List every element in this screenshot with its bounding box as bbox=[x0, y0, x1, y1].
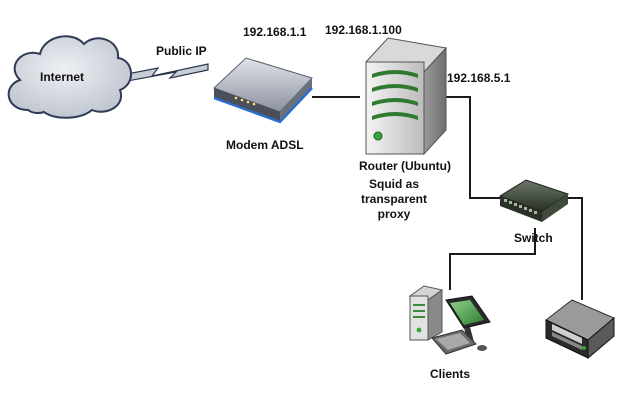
internet-label: Internet bbox=[40, 70, 85, 84]
router-note-line-1: Squid as bbox=[368, 177, 419, 191]
clients-label: Clients bbox=[430, 367, 471, 381]
server-tower-icon bbox=[365, 37, 447, 156]
switch-label: Switch bbox=[514, 231, 553, 245]
router-label: Router (Ubuntu) bbox=[359, 159, 451, 173]
lightning-link-icon bbox=[121, 63, 209, 83]
router-note-line-2: transparent bbox=[360, 192, 428, 206]
link-switch-appliance bbox=[568, 197, 583, 300]
rack-server-icon bbox=[545, 299, 615, 360]
workstation-icon bbox=[408, 285, 491, 355]
network-switch-icon bbox=[498, 179, 570, 222]
link-router-switch bbox=[444, 96, 500, 199]
router-wan-ip-label: 192.168.1.100 bbox=[325, 23, 402, 37]
router-lan-ip-label: 192.168.5.1 bbox=[447, 71, 511, 85]
modem-label: Modem ADSL bbox=[226, 138, 304, 152]
public-ip-label: Public IP bbox=[156, 44, 207, 58]
router-note-line-3: proxy bbox=[377, 207, 411, 221]
modem-icon bbox=[213, 57, 313, 124]
link-switch-clients bbox=[449, 228, 536, 290]
modem-ip-label: 192.168.1.1 bbox=[243, 25, 307, 39]
router-note: Squid as transparent proxy bbox=[339, 177, 449, 222]
cloud-icon bbox=[7, 35, 132, 119]
links bbox=[312, 96, 583, 300]
